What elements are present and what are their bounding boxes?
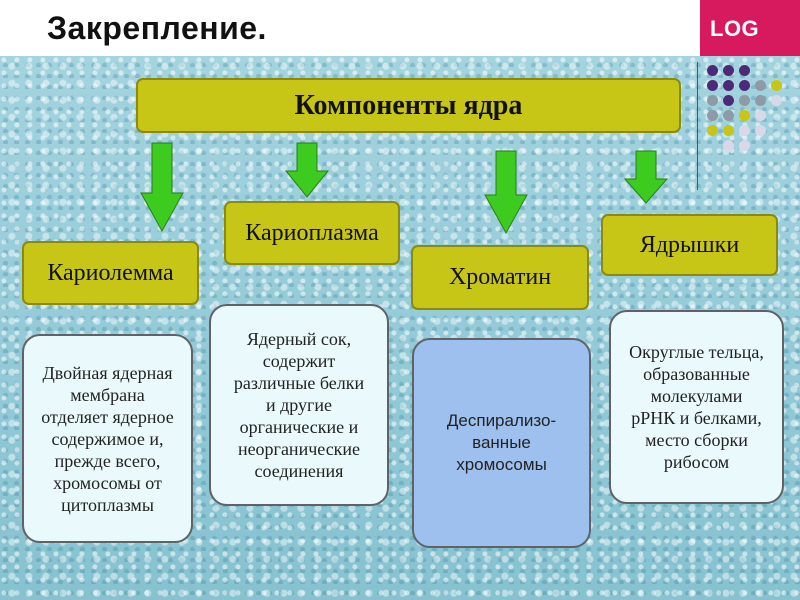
description-box-nucleoli: Округлые тельца, образованные молекулами… [609,310,784,504]
decor-dot [739,140,750,151]
arrow-down-icon [623,150,669,204]
component-box-chromatin: Хроматин [411,245,589,310]
description-box-karyolemma: Двойная ядерная мембрана отделяет ядерно… [22,334,193,543]
decor-dot [739,65,750,76]
root-box: Компоненты ядра [136,78,681,133]
arrow-down-icon [140,142,184,233]
decor-dot [771,95,782,106]
decor-dot [723,95,734,106]
slide-header: Закрепление. LOG [0,0,800,56]
component-box-karyolemma: Кариолемма [22,241,199,305]
decor-divider-line [697,62,698,190]
decor-dot [755,125,766,136]
decor-dot [755,95,766,106]
decor-dot [723,110,734,121]
root-label: Компоненты ядра [294,89,523,121]
decor-dot [707,80,718,91]
decor-dot [739,110,750,121]
component-label: Кариоплазма [245,219,379,246]
decor-dot [707,65,718,76]
logo: LOG [700,0,800,56]
component-label: Ядрышки [639,231,740,258]
decor-dot [723,65,734,76]
decor-dot [707,125,718,136]
decor-dot [739,125,750,136]
decor-dot [707,110,718,121]
decor-dot [723,125,734,136]
decor-dot [771,80,782,91]
logo-text: LOG [710,16,760,41]
decor-dot [707,95,718,106]
decor-dot [723,140,734,151]
arrow-down-icon [484,150,528,235]
decor-dot-grid [705,65,795,165]
component-box-karyoplasm: Кариоплазма [224,201,400,265]
slide-title: Закрепление. [47,10,267,46]
description-box-chromatin: Деспирализо- ванные хромосомы [412,338,591,548]
decor-dot [755,80,766,91]
component-label: Кариолемма [47,259,174,286]
component-box-nucleoli: Ядрышки [601,214,778,276]
arrow-down-icon [284,142,330,198]
description-box-karyoplasm: Ядерный сок, содержит различные белки и … [209,304,389,506]
decor-dot [739,80,750,91]
decor-dot [739,95,750,106]
decor-dot [723,80,734,91]
component-label: Хроматин [448,264,552,290]
decor-dot [755,110,766,121]
